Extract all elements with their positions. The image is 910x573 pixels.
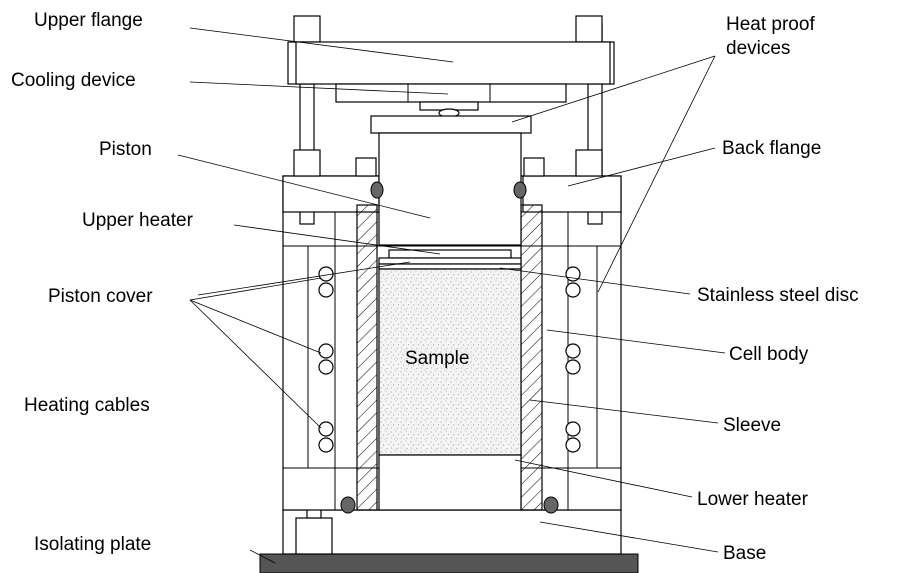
label-cooling-device: Cooling device xyxy=(11,70,136,91)
label-heat-proof-1: Heat proof xyxy=(726,14,815,35)
isolating-plate xyxy=(259,553,639,573)
upper-flange xyxy=(295,41,611,85)
label-upper-flange: Upper flange xyxy=(34,10,143,31)
label-back-flange: Back flange xyxy=(722,138,821,159)
sleeve xyxy=(356,204,543,511)
back-flange xyxy=(282,175,622,213)
seals xyxy=(340,181,559,514)
label-cell-body: Cell body xyxy=(729,344,809,365)
piston xyxy=(378,132,522,246)
block-right xyxy=(523,157,545,177)
block-left xyxy=(355,157,377,177)
sample xyxy=(378,268,522,456)
label-stainless-steel-disc: Stainless steel disc xyxy=(697,285,859,306)
lower-heater xyxy=(378,454,522,511)
label-sleeve: Sleeve xyxy=(723,415,781,436)
heating-cables xyxy=(318,266,581,453)
label-heating-cables: Heating cables xyxy=(24,395,150,416)
label-base: Base xyxy=(723,543,766,564)
label-piston: Piston xyxy=(99,139,152,160)
label-isolating-plate: Isolating plate xyxy=(34,534,151,555)
heat-proof-top xyxy=(370,115,532,134)
label-lower-heater: Lower heater xyxy=(697,489,809,510)
leader-lines xyxy=(177,27,726,564)
upper-heater xyxy=(388,249,512,259)
label-sample: Sample xyxy=(405,348,469,369)
label-upper-heater: Upper heater xyxy=(82,210,194,231)
label-heat-proof-2: devices xyxy=(726,38,790,59)
piston-cover xyxy=(378,257,522,265)
cooling-device xyxy=(335,83,567,118)
stainless-steel-disc xyxy=(378,263,522,270)
label-piston-cover: Piston cover xyxy=(48,286,153,307)
